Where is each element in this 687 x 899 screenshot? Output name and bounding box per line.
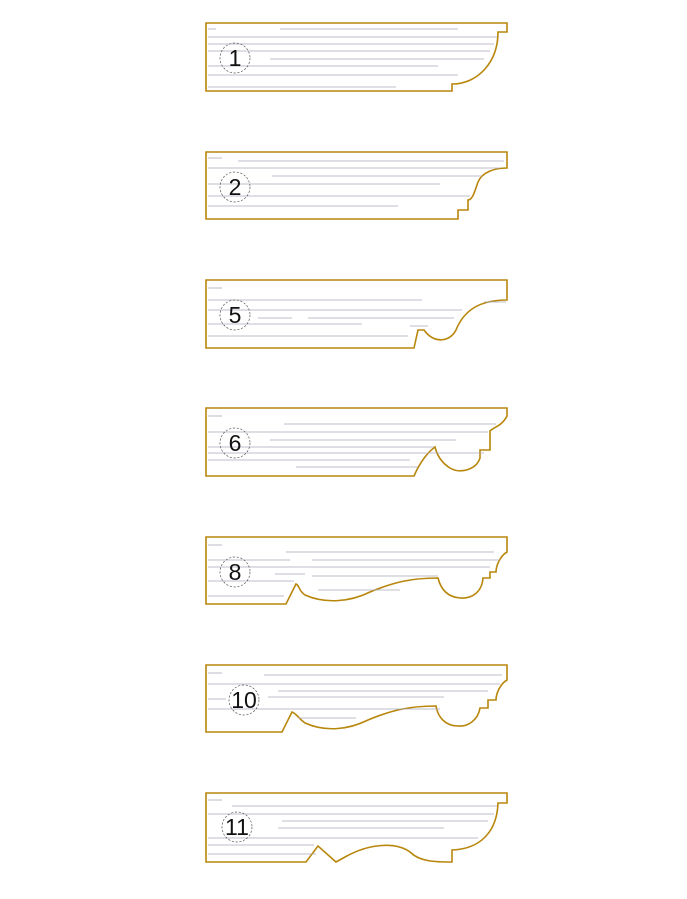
profile-11-grain xyxy=(208,799,497,855)
profile-11: 11 xyxy=(205,792,508,863)
profile-6: 6 xyxy=(205,407,508,477)
profile-8-grain xyxy=(208,544,500,597)
profile-11-outline xyxy=(205,792,508,863)
profile-10-badge: 10 xyxy=(228,684,260,716)
profile-10-number: 10 xyxy=(231,687,257,713)
profile-5-grain xyxy=(208,287,506,337)
profile-10: 10 xyxy=(205,664,508,733)
profile-8-outline xyxy=(205,536,508,605)
profile-10-outline xyxy=(205,664,508,733)
profile-6-badge: 6 xyxy=(219,427,251,459)
profile-1-badge: 1 xyxy=(219,42,251,74)
profile-2-outline xyxy=(205,151,508,220)
profile-5-badge: 5 xyxy=(219,299,251,331)
profile-2-badge: 2 xyxy=(219,171,251,203)
profile-2-number: 2 xyxy=(229,174,242,200)
profile-11-badge: 11 xyxy=(221,811,253,843)
profile-1-grain xyxy=(208,28,497,88)
profile-8-number: 8 xyxy=(229,559,242,585)
profile-2: 2 xyxy=(205,151,508,220)
profile-2-grain xyxy=(208,157,504,207)
profile-8: 8 xyxy=(205,536,508,605)
profile-6-outline xyxy=(205,407,508,477)
profile-1-number: 1 xyxy=(229,45,242,71)
profile-8-badge: 8 xyxy=(219,556,251,588)
profile-1-outline xyxy=(205,22,508,92)
profile-1: 1 xyxy=(205,22,508,92)
profile-6-grain xyxy=(208,415,496,468)
profile-5: 5 xyxy=(205,279,508,349)
profile-10-grain xyxy=(208,672,502,719)
profile-6-number: 6 xyxy=(229,430,242,456)
profile-5-number: 5 xyxy=(229,302,242,328)
profile-11-number: 11 xyxy=(225,814,249,840)
profile-5-outline xyxy=(205,279,508,349)
